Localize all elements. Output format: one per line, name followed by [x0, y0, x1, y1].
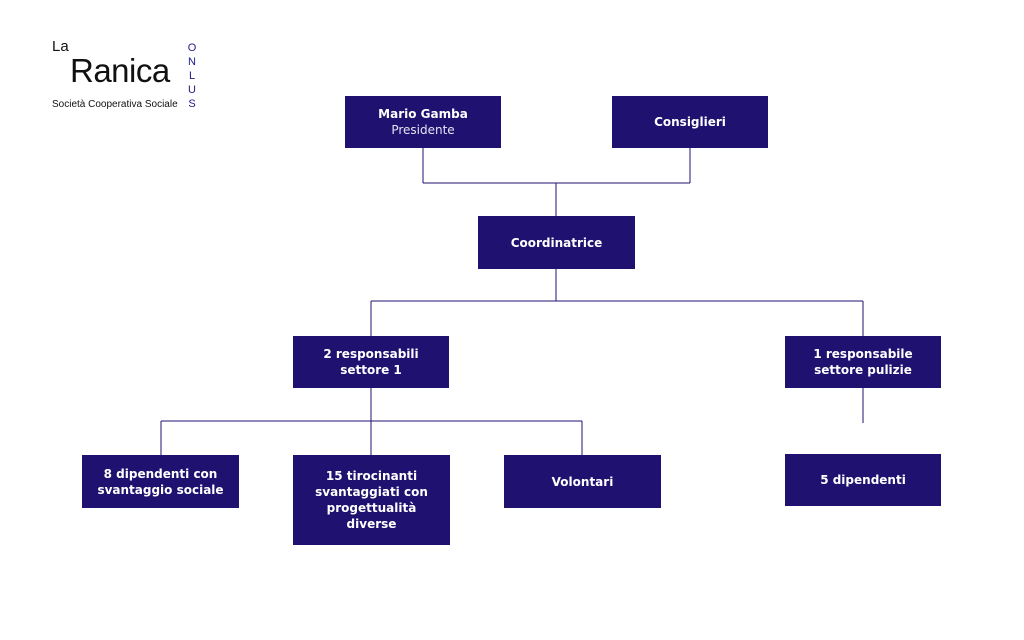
node-president-name: Mario Gamba	[378, 107, 468, 121]
logo-la: La	[52, 38, 69, 55]
node-trainees: 15 tirocinanti svantaggiati con progettu…	[293, 455, 450, 545]
node-cleaning-employees-name: 5 dipendenti	[820, 473, 906, 487]
node-cleaning-name: 1 responsabile settore pulizie	[813, 347, 913, 377]
node-coordinator-name: Coordinatrice	[510, 235, 603, 250]
node-coordinator: Coordinatrice	[478, 216, 635, 269]
node-sector1: 2 responsabili settore 1	[293, 336, 449, 388]
logo-onlus-letter: O	[187, 42, 197, 54]
node-councillors-name: Consiglieri	[654, 115, 726, 129]
node-president-role: Presidente	[391, 123, 455, 137]
logo-subtitle: Società Cooperativa Sociale	[52, 99, 178, 110]
node-employees-disadvantaged: 8 dipendenti con svantaggio sociale	[82, 455, 239, 508]
logo: La Ranica Società Cooperativa Sociale O …	[50, 38, 210, 118]
logo-onlus-letter: L	[188, 70, 196, 82]
logo-onlus-letter: U	[188, 84, 196, 96]
node-volunteers: Volontari	[504, 455, 661, 508]
logo-onlus-letter: S	[188, 98, 196, 110]
logo-onlus-letter: N	[188, 56, 196, 68]
logo-onlus: O N L U S	[187, 41, 197, 111]
node-president: Mario Gamba Presidente	[345, 96, 501, 148]
logo-ranica: Ranica	[70, 52, 170, 89]
node-trainees-name: 15 tirocinanti svantaggiati con progettu…	[315, 469, 428, 531]
node-sector1-name: 2 responsabili settore 1	[323, 347, 419, 377]
node-cleaning: 1 responsabile settore pulizie	[785, 336, 941, 388]
node-cleaning-employees: 5 dipendenti	[785, 454, 941, 506]
node-volunteers-name: Volontari	[551, 474, 614, 489]
node-councillors: Consiglieri	[612, 96, 768, 148]
node-employees-disadvantaged-name: 8 dipendenti con svantaggio sociale	[97, 466, 224, 497]
